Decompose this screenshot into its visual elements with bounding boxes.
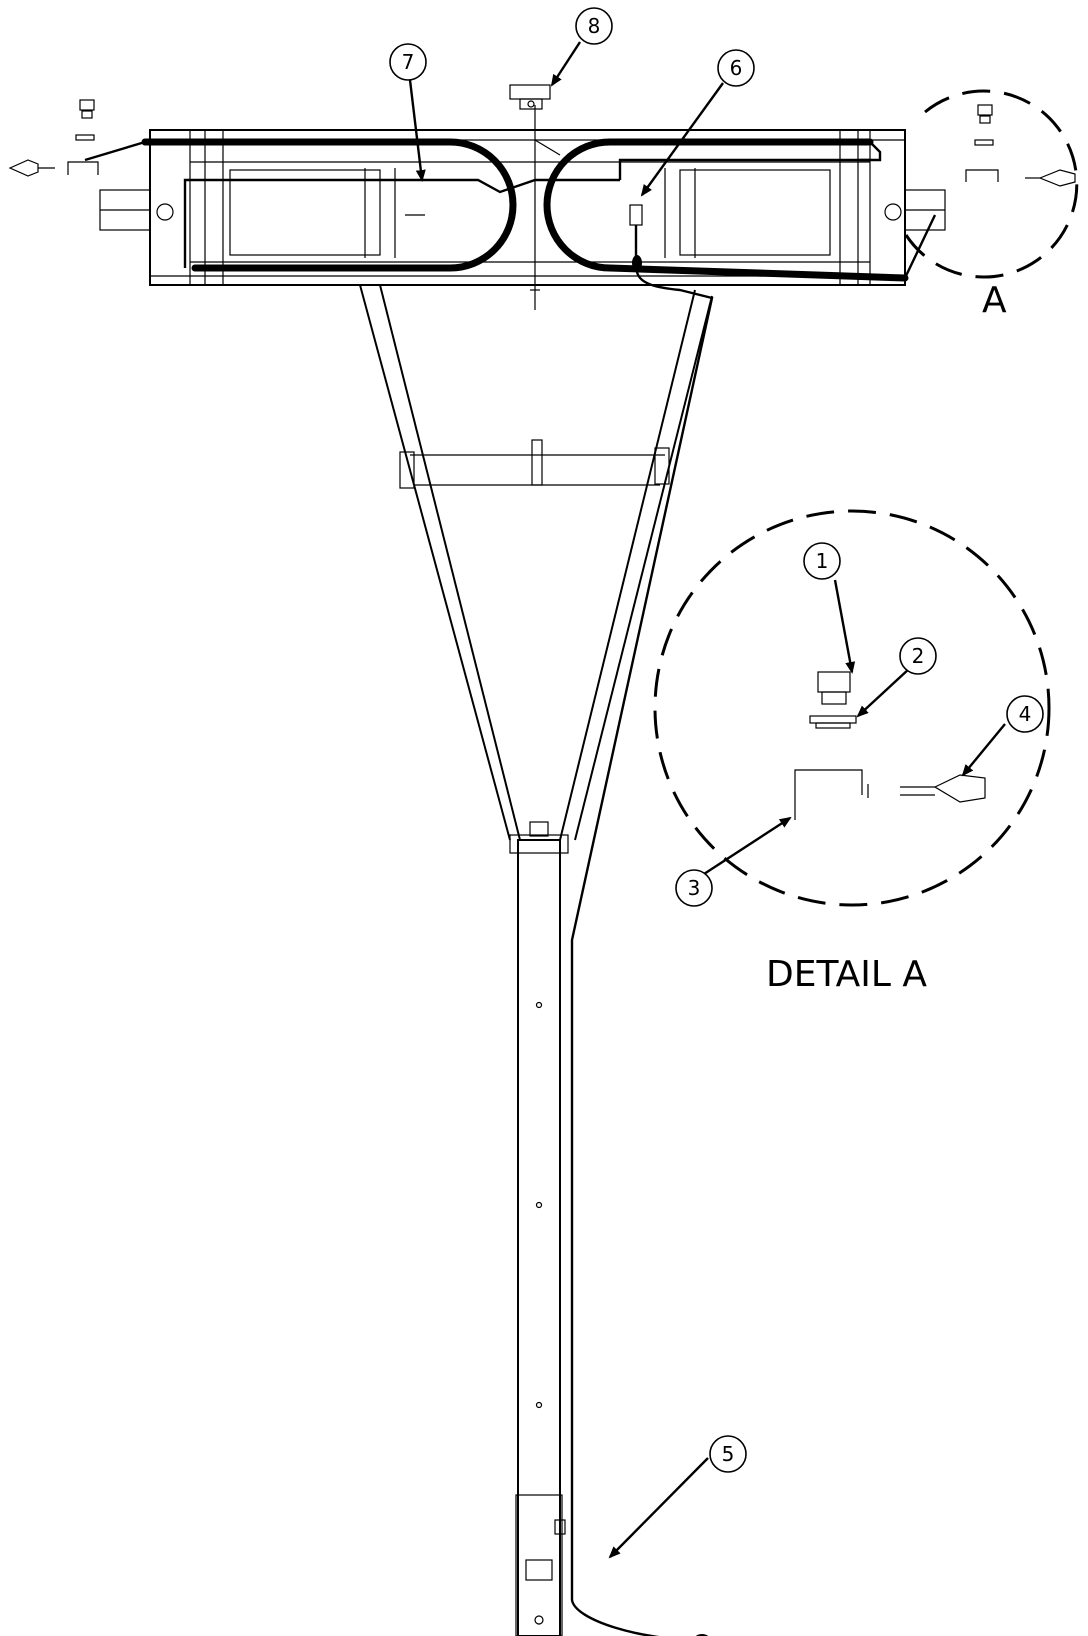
detail-a-view (653, 509, 1051, 907)
toolbar-frame (99, 105, 946, 310)
callout-3-text: 3 (688, 876, 701, 900)
main-wiring-harness (84, 138, 937, 282)
callout-6: 6 (717, 49, 755, 87)
callout-5-text: 5 (722, 1442, 735, 1466)
callout-3: 3 (675, 869, 713, 907)
callout-2-text: 2 (912, 644, 925, 668)
callout-4-text: 4 (1019, 702, 1032, 726)
view-a-label: A (982, 280, 1007, 321)
view-a-region (904, 89, 1079, 279)
callout-6-text: 6 (730, 56, 743, 80)
callout-7-text: 7 (402, 50, 415, 74)
callout-1-text: 1 (816, 549, 829, 573)
detail-a-label: DETAIL A (766, 954, 927, 995)
callout-2: 2 (899, 637, 937, 675)
callout-8-text: 8 (588, 14, 601, 38)
reflector-assembly (509, 84, 551, 110)
leader-lines (408, 41, 1006, 1559)
callout-5: 5 (709, 1435, 747, 1473)
callout-7: 7 (389, 43, 427, 81)
callout-1: 1 (803, 542, 841, 580)
hitch-a-frame (359, 284, 713, 1636)
callout-8: 8 (575, 7, 613, 45)
hitch-extension-harness (570, 204, 714, 1636)
left-light-assembly (8, 99, 99, 177)
callout-4: 4 (1006, 695, 1044, 733)
